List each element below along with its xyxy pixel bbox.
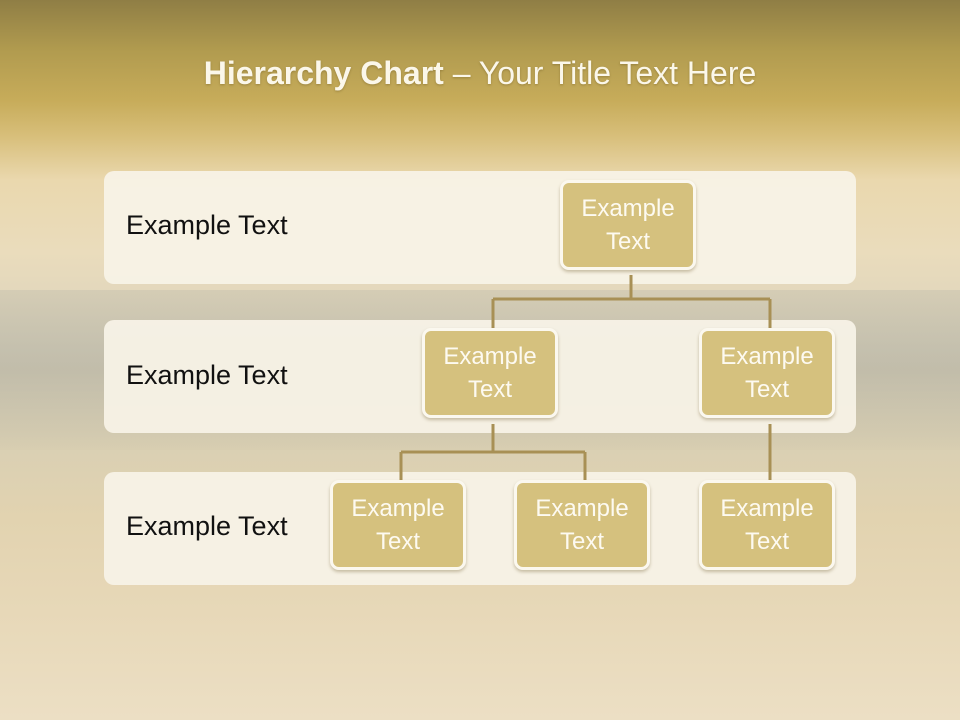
node-text-line2: Text: [605, 228, 650, 255]
node-text-line2: Text: [559, 528, 604, 555]
node-text-line1: Example: [535, 495, 629, 522]
row-label-1: Example Text: [126, 210, 288, 240]
node-text-line2: Text: [744, 376, 789, 403]
node-text-line2: Text: [375, 528, 420, 555]
connector-root: [491, 275, 772, 330]
title-bold: Hierarchy Chart: [203, 55, 444, 91]
node-text-line1: Example: [351, 495, 445, 522]
hierarchy-row-1: [104, 171, 856, 284]
connector-left: [399, 424, 587, 482]
row-label-3: Example Text: [126, 511, 288, 541]
node-text-line2: Text: [467, 376, 512, 403]
row-label-2: Example Text: [126, 360, 288, 390]
node-text-line1: Example: [443, 343, 537, 370]
node-text-line1: Example: [720, 343, 814, 370]
title-rest: – Your Title Text Here: [443, 55, 757, 91]
slide-title: Hierarchy Chart – Your Title Text Here: [0, 55, 960, 92]
node-text-line1: Example: [720, 495, 814, 522]
node-text-line2: Text: [744, 528, 789, 555]
node-text-line1: Example: [581, 195, 675, 222]
